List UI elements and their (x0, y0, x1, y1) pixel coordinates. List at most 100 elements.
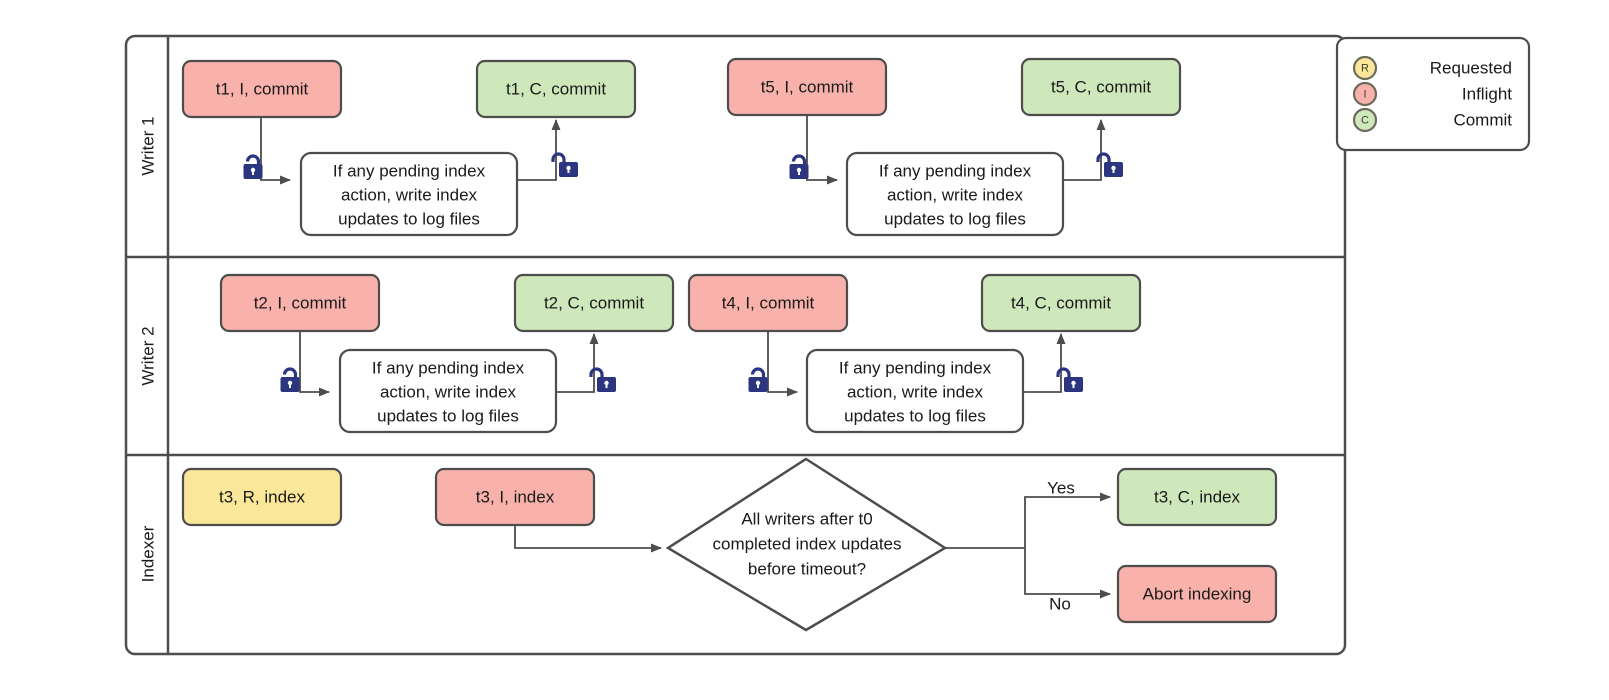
flow-w1-t5-to-process (806, 114, 838, 185)
node-label: Abort indexing (1143, 585, 1252, 604)
node-ix-abort-indexing[interactable]: Abort indexing (1116, 564, 1278, 624)
edge-label-yes: Yes (1047, 479, 1075, 498)
lock-open-icon (551, 152, 578, 177)
lane-writer-2-content: t2, I, commit t2, C, commit t4, I, commi… (219, 273, 1142, 434)
node-w2-t4-commit[interactable]: t4, C, commit (980, 273, 1142, 333)
node-box[interactable] (805, 348, 1025, 434)
node-w1-t1-commit[interactable]: t1, C, commit (475, 59, 637, 119)
lock-closed-icon (748, 367, 768, 392)
flow-w2-t4-to-process (767, 330, 798, 397)
node-box[interactable] (513, 273, 675, 333)
flow-w2-t2-to-process (299, 330, 330, 397)
node-w2-t2-commit[interactable]: t2, C, commit (513, 273, 675, 333)
node-box[interactable] (1116, 467, 1278, 527)
legend-item-requested: R Requested (1352, 55, 1512, 81)
legend-item-inflight: I Inflight (1352, 81, 1512, 107)
legend: R Requested I Inflight C Commit (1335, 36, 1531, 152)
node-label: t3, C, index (1154, 488, 1240, 507)
decision-line-3: before timeout? (748, 560, 866, 579)
lane-label-writer-1: Writer 1 (139, 116, 158, 175)
process-line-2: action, write index (887, 186, 1024, 205)
process-line-1: If any pending index (879, 162, 1032, 181)
node-label: t2, C, commit (544, 294, 644, 313)
badge-commit-letter: C (1361, 115, 1369, 127)
process-line-1: If any pending index (372, 359, 525, 378)
lock-closed-icon (243, 154, 263, 179)
pool: Writer 1 Writer 2 Indexer (124, 34, 1347, 656)
badge-commit-circle (1352, 107, 1378, 133)
node-box[interactable] (726, 57, 888, 117)
flow-decision-no (1024, 548, 1111, 599)
lane-indexer-content: Yes No t3, R, index t3, I, index All wri… (181, 457, 1278, 632)
decision-line-2: completed index updates (712, 535, 901, 554)
badge-inflight-circle (1352, 81, 1378, 107)
node-label: t3, R, index (219, 488, 305, 507)
process-line-1: If any pending index (333, 162, 486, 181)
node-w1-t5-commit[interactable]: t5, C, commit (1020, 57, 1182, 117)
legend-box (1335, 36, 1531, 152)
node-label: t1, C, commit (506, 80, 606, 99)
decision-diamond[interactable]: All writers after t0 completed index upd… (665, 457, 948, 632)
process-line-3: updates to log files (338, 210, 480, 229)
node-box[interactable] (434, 467, 596, 527)
flow-w1-t1-to-process (260, 117, 291, 185)
flow-w1-process-to-t5-commit (1063, 119, 1106, 181)
node-w1-process-left[interactable]: If any pending index action, write index… (299, 151, 519, 237)
node-ix-t3-inflight[interactable]: t3, I, index (434, 467, 596, 527)
edge-label-no: No (1049, 595, 1071, 614)
node-box[interactable] (181, 467, 343, 527)
node-w1-t5-inflight[interactable]: t5, I, commit (726, 57, 888, 117)
badge-requested-letter: R (1361, 63, 1369, 75)
legend-item-commit: C Commit (1352, 107, 1512, 133)
process-line-3: updates to log files (844, 407, 986, 426)
decision-shape[interactable] (665, 457, 948, 632)
node-w2-process-left[interactable]: If any pending index action, write index… (338, 348, 558, 434)
lock-open-icon (1096, 152, 1123, 177)
node-box[interactable] (1116, 564, 1278, 624)
process-line-2: action, write index (847, 383, 984, 402)
legend-label-inflight: Inflight (1462, 85, 1512, 104)
node-box[interactable] (338, 348, 558, 434)
node-box[interactable] (299, 151, 519, 237)
decision-line-1: All writers after t0 (741, 510, 872, 529)
node-label: t4, C, commit (1011, 294, 1111, 313)
lock-closed-icon (280, 367, 300, 392)
node-label: t5, C, commit (1051, 78, 1151, 97)
node-label: t2, I, commit (254, 294, 347, 313)
legend-label-commit: Commit (1453, 111, 1512, 130)
node-box[interactable] (1020, 57, 1182, 117)
process-line-1: If any pending index (839, 359, 992, 378)
flow-w2-process-to-t2-commit (556, 333, 599, 393)
process-line-3: updates to log files (377, 407, 519, 426)
node-box[interactable] (181, 59, 343, 119)
node-w2-process-right[interactable]: If any pending index action, write index… (805, 348, 1025, 434)
lane-writer-1-content: t1, I, commit t1, C, commit t5, I, commi… (181, 57, 1182, 237)
node-box[interactable] (219, 273, 381, 333)
legend-label-requested: Requested (1430, 59, 1512, 78)
badge-inflight-letter: I (1363, 89, 1366, 101)
node-box[interactable] (980, 273, 1142, 333)
node-box[interactable] (687, 273, 849, 333)
node-w2-t4-inflight[interactable]: t4, I, commit (687, 273, 849, 333)
node-w1-t1-inflight[interactable]: t1, I, commit (181, 59, 343, 119)
node-label: t3, I, index (476, 488, 555, 507)
node-ix-t3-requested[interactable]: t3, R, index (181, 467, 343, 527)
pool-outline (124, 34, 1347, 656)
lock-closed-icon (789, 154, 809, 179)
flow-decision-yes (1024, 492, 1111, 548)
node-w1-process-right[interactable]: If any pending index action, write index… (845, 151, 1065, 237)
node-label: t1, I, commit (216, 80, 309, 99)
process-line-2: action, write index (341, 186, 478, 205)
process-line-3: updates to log files (884, 210, 1026, 229)
node-box[interactable] (475, 59, 637, 119)
flow-w1-process-to-t1-commit (517, 119, 561, 181)
lane-label-writer-2: Writer 2 (139, 326, 158, 385)
node-w2-t2-inflight[interactable]: t2, I, commit (219, 273, 381, 333)
node-box[interactable] (845, 151, 1065, 237)
node-label: t4, I, commit (722, 294, 815, 313)
flow-w2-process-to-t4-commit (1023, 333, 1066, 393)
node-ix-t3-commit[interactable]: t3, C, index (1116, 467, 1278, 527)
process-line-2: action, write index (380, 383, 517, 402)
